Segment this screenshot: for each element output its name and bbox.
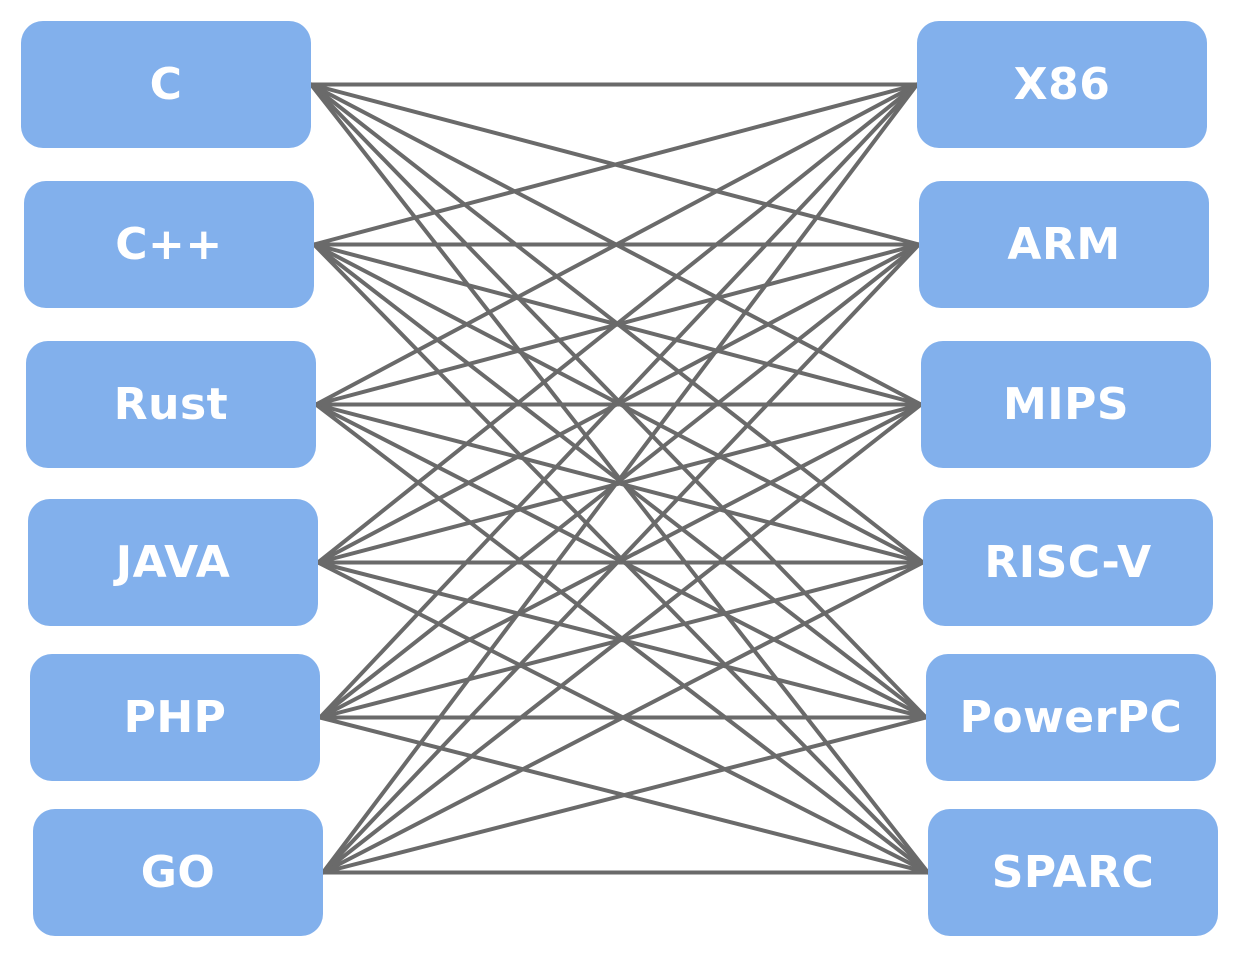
- language-label-rust: Rust: [113, 379, 229, 430]
- architecture-label-riscv: RISC-V: [984, 537, 1152, 588]
- language-node-php: PHP: [30, 654, 320, 781]
- architecture-node-mips: MIPS: [921, 341, 1211, 468]
- edge-5-2: [321, 402, 923, 875]
- architecture-label-arm: ARM: [1007, 219, 1121, 270]
- architecture-label-powerpc: PowerPC: [959, 692, 1183, 743]
- architecture-label-sparc: SPARC: [991, 847, 1155, 898]
- language-node-c: C: [21, 21, 311, 148]
- language-label-php: PHP: [123, 692, 227, 743]
- language-label-java: JAVA: [115, 537, 231, 588]
- architecture-label-mips: MIPS: [1002, 379, 1130, 430]
- edge-2-0: [314, 82, 919, 407]
- language-label-c: C: [149, 59, 183, 110]
- language-node-go: GO: [33, 809, 323, 936]
- edge-5-4: [321, 715, 928, 875]
- edge-3-0: [316, 82, 919, 565]
- language-label-go: GO: [140, 847, 216, 898]
- language-node-rust: Rust: [26, 341, 316, 468]
- architecture-node-powerpc: PowerPC: [926, 654, 1216, 781]
- architecture-node-riscv: RISC-V: [923, 499, 1213, 626]
- edge-4-0: [318, 82, 919, 720]
- edge-5-1: [321, 242, 921, 875]
- language-node-cpp: C++: [24, 181, 314, 308]
- edge-1-0: [312, 82, 919, 247]
- edge-5-0: [321, 82, 919, 875]
- edge-5-3: [321, 560, 925, 875]
- language-label-cpp: C++: [115, 219, 223, 270]
- architecture-node-x86: X86: [917, 21, 1207, 148]
- architecture-node-sparc: SPARC: [928, 809, 1218, 936]
- architecture-node-arm: ARM: [919, 181, 1209, 308]
- language-node-java: JAVA: [28, 499, 318, 626]
- architecture-label-x86: X86: [1013, 59, 1111, 110]
